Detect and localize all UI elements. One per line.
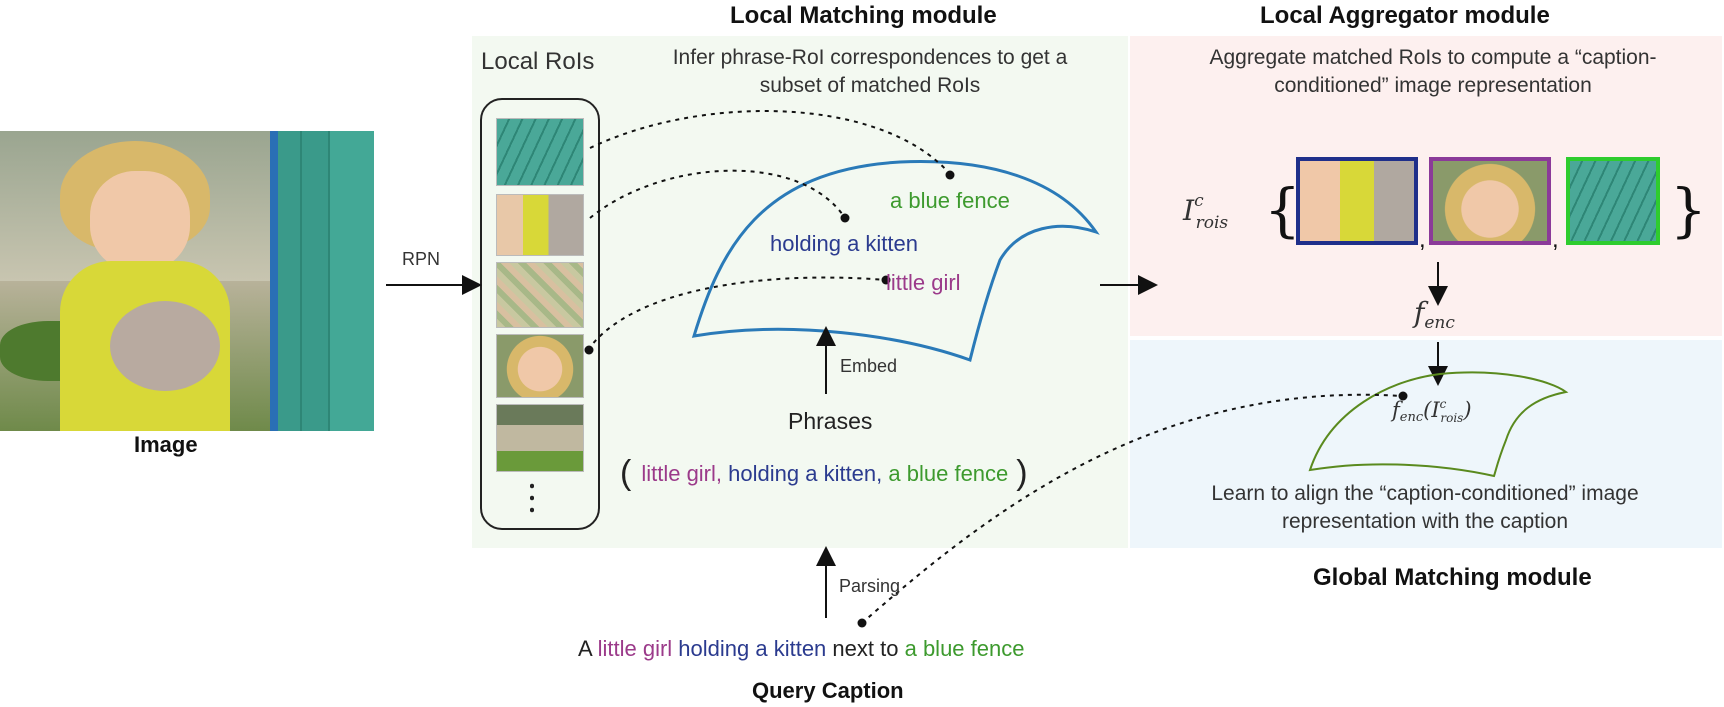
caption-part-a: A — [578, 636, 592, 661]
roi-blur — [496, 262, 584, 328]
embedded-phrase-girl: little girl — [886, 270, 961, 295]
match-kitten — [589, 169, 846, 219]
caption-to-global-link — [861, 393, 1403, 624]
local-rois-label: Local RoIs — [481, 48, 595, 75]
matched-roi-girl — [1429, 157, 1551, 245]
tuple-open-paren: ( — [620, 454, 632, 492]
embed-label: Embed — [840, 356, 898, 376]
fenc-symbol: fenc — [1414, 296, 1455, 333]
roi-girl-kitten — [496, 194, 584, 256]
matched-roi-fence — [1566, 157, 1660, 245]
match-fence — [589, 110, 951, 175]
matched-roi-kitten — [1296, 157, 1418, 245]
roi-ground — [496, 404, 584, 472]
roi-fence — [496, 118, 584, 186]
fenc-irois-symbol: fenc(Icrois) — [1392, 397, 1472, 425]
local-aggregator-description: Aggregate matched RoIs to compute a “cap… — [1209, 46, 1657, 97]
parsing-label: Parsing — [839, 576, 901, 596]
embedded-phrase-kitten: holding a kitten — [770, 231, 918, 256]
global-embedding-space — [1308, 371, 1569, 478]
set-close-brace: } — [1670, 176, 1707, 244]
global-matching-description: Learn to align the “caption-conditioned”… — [1211, 482, 1639, 533]
global-matching-title: Global Matching module — [1313, 564, 1592, 591]
caption-part-next-to: next to — [832, 636, 899, 661]
local-embedding-space — [691, 160, 1100, 362]
set-open-brace: { — [1264, 176, 1301, 244]
local-aggregator-title: Local Aggregator module — [1260, 2, 1550, 29]
match-girl — [587, 276, 887, 351]
more-rois-dots — [530, 480, 534, 514]
tuple-fence: a blue fence — [888, 461, 1009, 486]
tuple-close-paren: ) — [1016, 454, 1028, 492]
tuple-girl: little girl — [641, 461, 716, 486]
local-matching-title: Local Matching module — [730, 2, 997, 29]
phrase-tuple: ( little girl, holding a kitten, a blue f… — [620, 454, 1028, 493]
tuple-kitten: holding a kitten — [728, 461, 877, 486]
set-comma-1: , — [1419, 226, 1426, 253]
rpn-label: RPN — [402, 249, 441, 269]
caption-kitten: holding a kitten — [678, 636, 827, 661]
caption-girl: little girl — [597, 636, 673, 661]
input-image — [0, 131, 374, 431]
query-caption: A little girl holding a kitten next to a… — [578, 636, 1024, 662]
image-caption: Image — [134, 432, 198, 457]
set-comma-2: , — [1552, 226, 1559, 253]
embedded-phrase-fence: a blue fence — [890, 188, 1010, 213]
local-matching-description: Infer phrase-RoI correspondences to get … — [672, 46, 1068, 97]
roi-face — [496, 334, 584, 398]
tuple-sep-2: , — [876, 461, 883, 486]
phrases-label: Phrases — [788, 408, 873, 434]
query-caption-label: Query Caption — [752, 678, 904, 703]
local-rois-box — [480, 98, 600, 530]
tuple-sep-1: , — [715, 461, 723, 486]
irois-symbol: Icrois — [1183, 191, 1229, 233]
global-matching-panel — [1130, 340, 1722, 548]
caption-fence: a blue fence — [904, 636, 1025, 661]
